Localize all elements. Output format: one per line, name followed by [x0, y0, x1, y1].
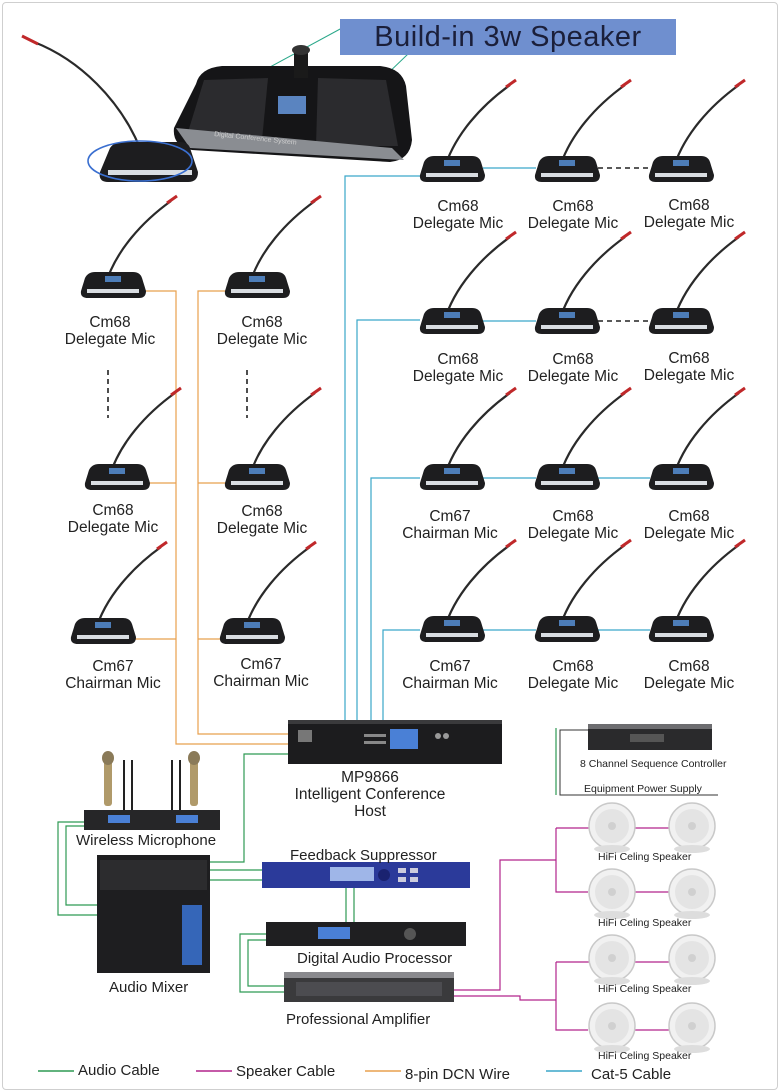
mic-type: Delegate Mic — [527, 525, 619, 542]
banner-title: Build-in 3w Speaker — [340, 19, 676, 55]
mic-type: Delegate Mic — [643, 525, 735, 542]
mic-type: Delegate Mic — [527, 215, 619, 232]
feedback-suppressor-label: Feedback Suppressor — [290, 847, 437, 864]
mic-model: Cm68 — [92, 502, 134, 519]
speaker-label: HiFi Celing Speaker — [598, 917, 692, 929]
mic-model: Cm68 — [552, 198, 594, 215]
hero-small-mic — [21, 34, 198, 182]
chairman-model: Cm67 — [429, 658, 471, 675]
mic-model: Cm68 — [552, 351, 594, 368]
mic-type: Delegate Mic — [412, 368, 504, 385]
mic-model: Cm68 — [437, 351, 479, 368]
audio-processor-label: Digital Audio Processor — [297, 950, 453, 967]
speaker-label: HiFi Celing Speaker — [598, 1050, 692, 1062]
chairman-model: Cm67 — [92, 658, 134, 675]
mic-type: Delegate Mic — [67, 519, 159, 536]
sequence-controller-label: 8 Channel Sequence Controller — [580, 758, 727, 770]
mic-model: Cm68 — [241, 314, 283, 331]
sequence-controller-device — [588, 724, 712, 750]
continuation-dashes — [107, 167, 650, 418]
cat5-wires — [344, 167, 650, 722]
chairman-type: Chairman Mic — [402, 525, 498, 542]
chairman-model: Cm67 — [429, 508, 471, 525]
mic-model: Cm68 — [437, 198, 479, 215]
chairman-type: Chairman Mic — [402, 675, 498, 692]
mic-type: Delegate Mic — [527, 368, 619, 385]
mic-type: Delegate Mic — [64, 331, 156, 348]
mic-model: Cm68 — [668, 197, 710, 214]
mic-model: Cm68 — [89, 314, 131, 331]
power-supply-label: Equipment Power Supply — [584, 783, 702, 795]
mic-type: Delegate Mic — [216, 520, 308, 537]
host-model: MP9866 — [341, 769, 399, 786]
mic-model: Cm68 — [241, 503, 283, 520]
host-desc-line1: Intelligent Conference — [294, 786, 446, 803]
audio-cables — [57, 728, 557, 993]
power-supply-line — [559, 729, 718, 796]
mic-model: Cm68 — [668, 658, 710, 675]
dcn-wires-left — [135, 290, 288, 745]
mic-type: Delegate Mic — [643, 675, 735, 692]
wireless-receiver-device — [84, 751, 220, 830]
chairman-type: Chairman Mic — [213, 673, 309, 690]
chairman-model: Cm67 — [240, 656, 282, 673]
mic-model: Cm68 — [552, 508, 594, 525]
legend-audio-label: Audio Cable — [78, 1062, 160, 1079]
legend-dcn-label: 8-pin DCN Wire — [405, 1066, 511, 1083]
host-desc-line2: Host — [354, 803, 386, 820]
mic-model: Cm68 — [668, 508, 710, 525]
wireless-mic-label: Wireless Microphone — [76, 832, 217, 849]
legend-cat5-label: Cat-5 Cable — [591, 1066, 672, 1083]
mic-model: Cm68 — [552, 658, 594, 675]
mic-type: Delegate Mic — [643, 367, 735, 384]
feedback-suppressor-device — [262, 862, 470, 888]
speaker-label: HiFi Celing Speaker — [598, 983, 692, 995]
audio-mixer-label: Audio Mixer — [109, 979, 189, 996]
audio-mixer-device — [97, 855, 210, 973]
mic-model: Cm68 — [668, 350, 710, 367]
speaker-label: HiFi Celing Speaker — [598, 851, 692, 863]
conference-host-device — [288, 720, 502, 764]
mic-type: Delegate Mic — [412, 215, 504, 232]
legend-speaker-label: Speaker Cable — [236, 1063, 336, 1080]
hero-conference-unit: Digital Conference System — [173, 45, 412, 162]
mic-type: Delegate Mic — [527, 675, 619, 692]
chairman-type: Chairman Mic — [65, 675, 161, 692]
audio-processor-device — [266, 922, 466, 946]
host-label: MP9866 Intelligent Conference Host — [255, 769, 485, 820]
amplifier-device — [284, 972, 454, 1002]
mic-type: Delegate Mic — [643, 214, 735, 231]
mic-type: Delegate Mic — [216, 331, 308, 348]
amplifier-label: Professional Amplifier — [286, 1011, 431, 1028]
